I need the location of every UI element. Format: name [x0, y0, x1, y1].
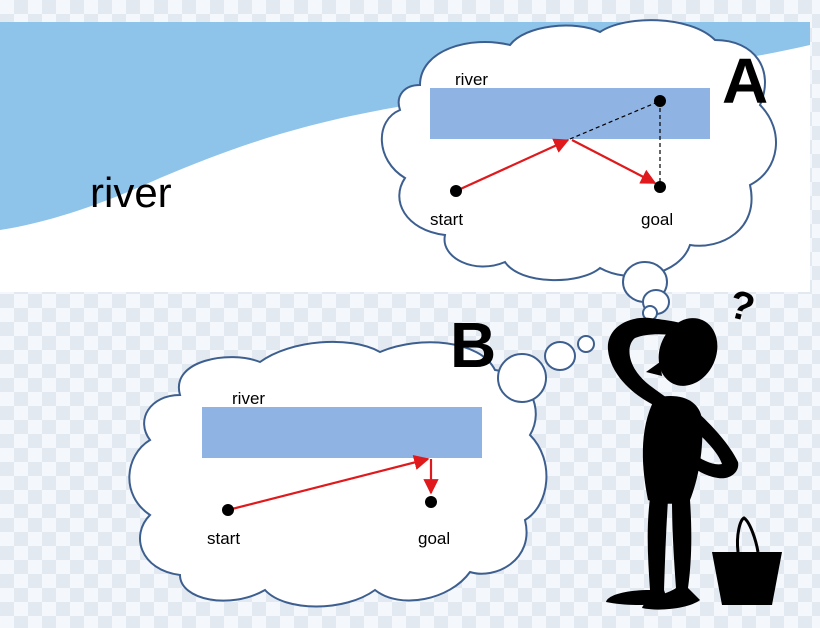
figure-torso	[642, 396, 703, 504]
thought-bubble-a: river start goal	[380, 19, 777, 282]
trail-b-bubble-2	[544, 341, 576, 371]
label-b: B	[450, 309, 496, 381]
cloud-a-goal-point	[654, 181, 666, 193]
figure-raised-arm	[607, 317, 692, 408]
cloud-b-goal-label: goal	[418, 529, 450, 548]
scene-river-label: river	[90, 169, 172, 216]
thought-trail-a	[622, 261, 670, 321]
figure-right-leg	[642, 500, 700, 610]
bucket-handle	[736, 516, 760, 553]
trail-b-bubble-1	[497, 353, 547, 403]
figure-left-leg	[606, 498, 668, 605]
cloud-a-river-rect	[430, 88, 710, 139]
cloud-a-river-label: river	[455, 70, 488, 89]
thought-bubble-b: river start goal	[128, 340, 548, 608]
cloud-b-river-rect	[202, 407, 482, 458]
cloud-a-mirror-point	[654, 95, 666, 107]
cloud-a-goal-label: goal	[641, 210, 673, 229]
cloud-a-outline	[380, 19, 777, 282]
cloud-a-start-label: start	[430, 210, 463, 229]
trail-b-bubble-3	[577, 335, 595, 353]
cloud-b-goal-point	[425, 496, 437, 508]
thinking-person-figure	[606, 317, 782, 610]
cloud-a-path-to-river-arrow	[455, 138, 570, 193]
cloud-a-path-to-goal-arrow	[571, 139, 657, 184]
cloud-b-start-label: start	[207, 529, 240, 548]
cloud-b-path-to-river-arrow	[227, 454, 430, 512]
cloud-b-start-point	[222, 504, 234, 516]
cloud-b-outline	[128, 340, 548, 608]
cloud-a-mirror-line	[569, 100, 661, 140]
figure-hip-arm	[688, 410, 739, 479]
cloud-b-river-label: river	[232, 389, 265, 408]
bucket-icon	[712, 552, 782, 605]
label-a: A	[722, 45, 768, 117]
figure-nose	[646, 362, 662, 376]
thought-trail-b	[497, 335, 595, 403]
cloud-a-start-point	[450, 185, 462, 197]
